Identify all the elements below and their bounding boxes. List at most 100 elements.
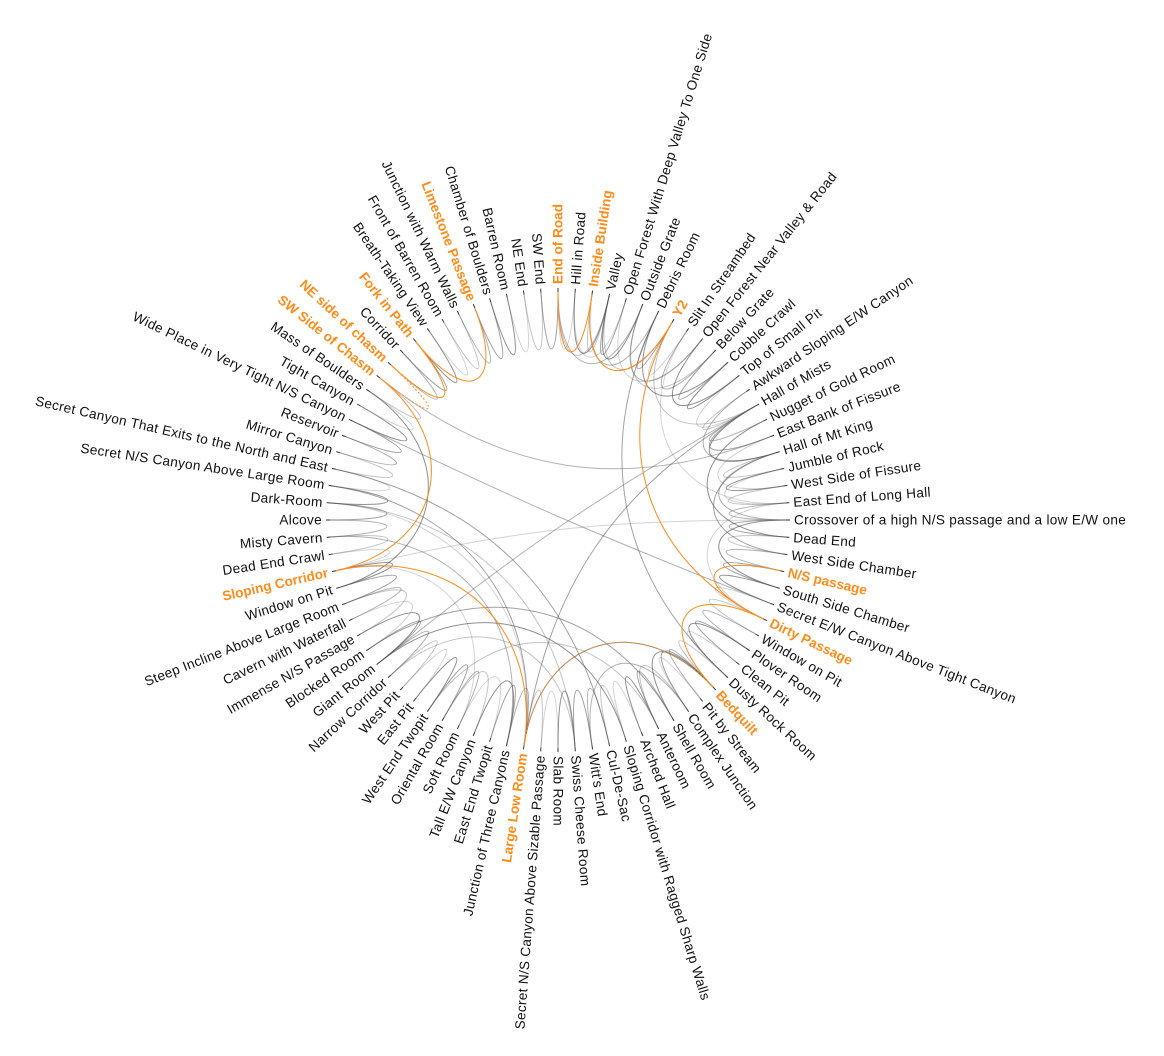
highlighted-edge [335,565,527,746]
node-stub [735,374,740,379]
node-stub [366,648,370,652]
edge [330,535,514,743]
edge [725,548,784,572]
edge [708,405,764,442]
edge [523,405,756,746]
edge [702,391,777,462]
node-stub [724,674,729,679]
edge [329,519,388,538]
edge [330,485,389,505]
edge [345,586,402,620]
edge [630,307,714,389]
edge [602,297,642,360]
node-stub [699,338,704,343]
node-label: Secret N/S Canyon Above Large Room [80,441,326,493]
node-stub [624,737,627,742]
node-stub [712,349,717,354]
node-stub [624,298,627,303]
node-stub [328,553,333,556]
edge [379,405,756,663]
edge [379,630,430,676]
node-stub [671,717,675,722]
node-stub [399,686,404,691]
node-stub [456,725,460,730]
edge [339,391,429,588]
edge [557,291,610,356]
node-stub [348,618,353,622]
edge [713,452,784,555]
edge [339,436,397,466]
edge [330,502,576,748]
node-stub [341,434,346,438]
edge [523,292,543,351]
edge [573,292,626,358]
edge [402,648,448,699]
edge [345,420,402,454]
node-stub [336,586,341,589]
edge [671,341,737,407]
node-stub [472,732,476,737]
node-stub [770,602,775,606]
edge [725,468,784,492]
node-stub [699,697,704,702]
edge [490,297,516,356]
node-stub [331,467,336,470]
node-stub [780,467,785,470]
node-stubs-layer [326,288,790,752]
edge [702,391,756,430]
edge [474,301,504,359]
edge [443,314,480,370]
edge [335,468,610,743]
edge [474,680,514,743]
node-stub [724,361,729,366]
edge [708,598,764,635]
node-label: Misty Cavern [239,530,323,551]
edge [718,452,787,521]
edge [724,468,786,505]
edge [335,519,787,572]
edge [332,485,528,746]
edge [345,589,407,635]
edge [352,420,771,604]
node-stub [755,403,760,407]
edge [728,502,787,521]
edge [573,689,593,748]
edge [557,291,642,364]
highlighted-edge [713,564,781,620]
edge [390,640,438,688]
node-stub [472,303,476,308]
node-stub [399,349,404,354]
node-label: End of Road [551,204,566,284]
edge [402,341,448,392]
node-stub [763,418,768,422]
edge [658,657,701,709]
node-stub [656,725,660,730]
node-stub [608,742,611,747]
highlighted-edge [335,377,432,572]
edge [629,307,701,382]
edge [612,681,642,739]
edge [719,574,777,604]
highlighted-edge [379,364,430,410]
node-label: SW End [529,233,548,286]
node-stub [505,742,508,747]
node-stub [376,661,381,666]
edge [573,292,610,354]
edge [696,377,756,428]
edge [369,606,673,718]
edge [727,535,786,555]
highlighted-edge [523,641,714,746]
edge [708,405,777,462]
edge [600,684,626,743]
node-stub [686,328,690,332]
node-stub [336,451,341,454]
node-stub [656,310,660,315]
edge [415,657,458,709]
node-stub [505,293,508,298]
edge [728,519,787,538]
edge [352,405,408,442]
node-label: NE End [508,237,530,287]
edge [639,665,687,726]
